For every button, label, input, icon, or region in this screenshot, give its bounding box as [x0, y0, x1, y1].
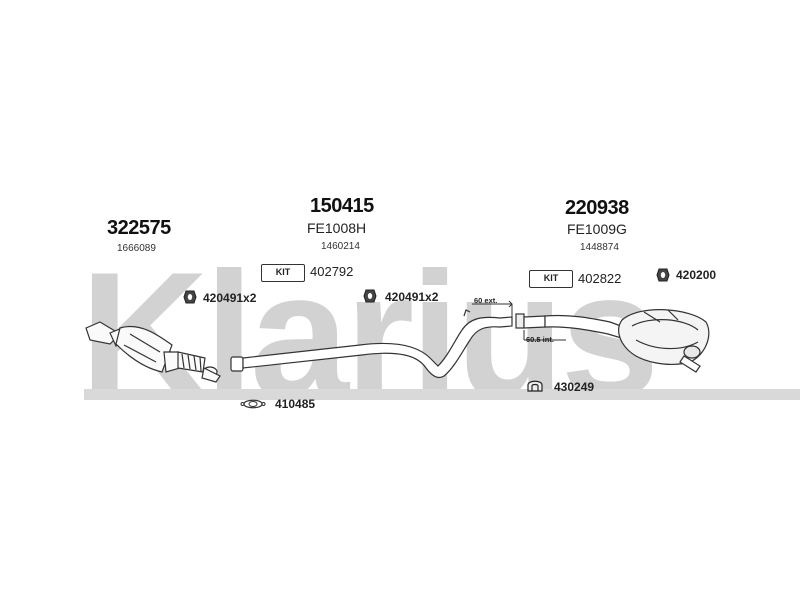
catalytic-converter-section[interactable]: [85, 321, 221, 383]
fitting-ref-hanger-1[interactable]: 420491x2: [203, 291, 257, 305]
product-code-pipe: FE1008H: [307, 220, 367, 236]
intermediate-pipe-section[interactable]: [230, 309, 513, 379]
gasket-icon: [240, 399, 266, 409]
oe-number-pipe: 1460214: [321, 241, 360, 252]
watermark-underline: [84, 389, 800, 400]
dimension-ext-label: 60 ext.: [474, 296, 498, 305]
fitting-ref-clamp[interactable]: 430249: [554, 380, 595, 394]
fitting-ref-hanger-2[interactable]: 420491x2: [385, 290, 439, 304]
fitting-ref-hanger-3[interactable]: 420200: [676, 268, 717, 282]
dimension-int-label: 60.5 int.: [526, 335, 554, 344]
clamp-icon: [527, 380, 543, 392]
klarius-watermark: Klarius: [80, 265, 659, 405]
rubber-hanger-icon: [656, 268, 670, 282]
part-number-silencer: 220938: [565, 197, 629, 219]
fitting-ref-gasket[interactable]: 410485: [275, 397, 316, 411]
kit-ref-silencer[interactable]: 402822: [578, 271, 622, 286]
kit-ref-pipe[interactable]: 402792: [310, 264, 354, 279]
rubber-hanger-icon: [363, 289, 377, 303]
product-code-silencer: FE1009G: [567, 221, 627, 237]
part-number-cat: 322575: [107, 217, 171, 239]
kit-badge-pipe: KIT: [261, 264, 305, 282]
rear-silencer-section[interactable]: [515, 309, 710, 373]
rubber-hanger-icon: [183, 290, 197, 304]
dimension-marks: [472, 300, 566, 341]
part-number-pipe: 150415: [310, 195, 374, 217]
oe-number-silencer: 1448874: [580, 242, 619, 253]
kit-badge-silencer: KIT: [529, 270, 573, 288]
oe-number-cat: 1666089: [117, 243, 156, 254]
